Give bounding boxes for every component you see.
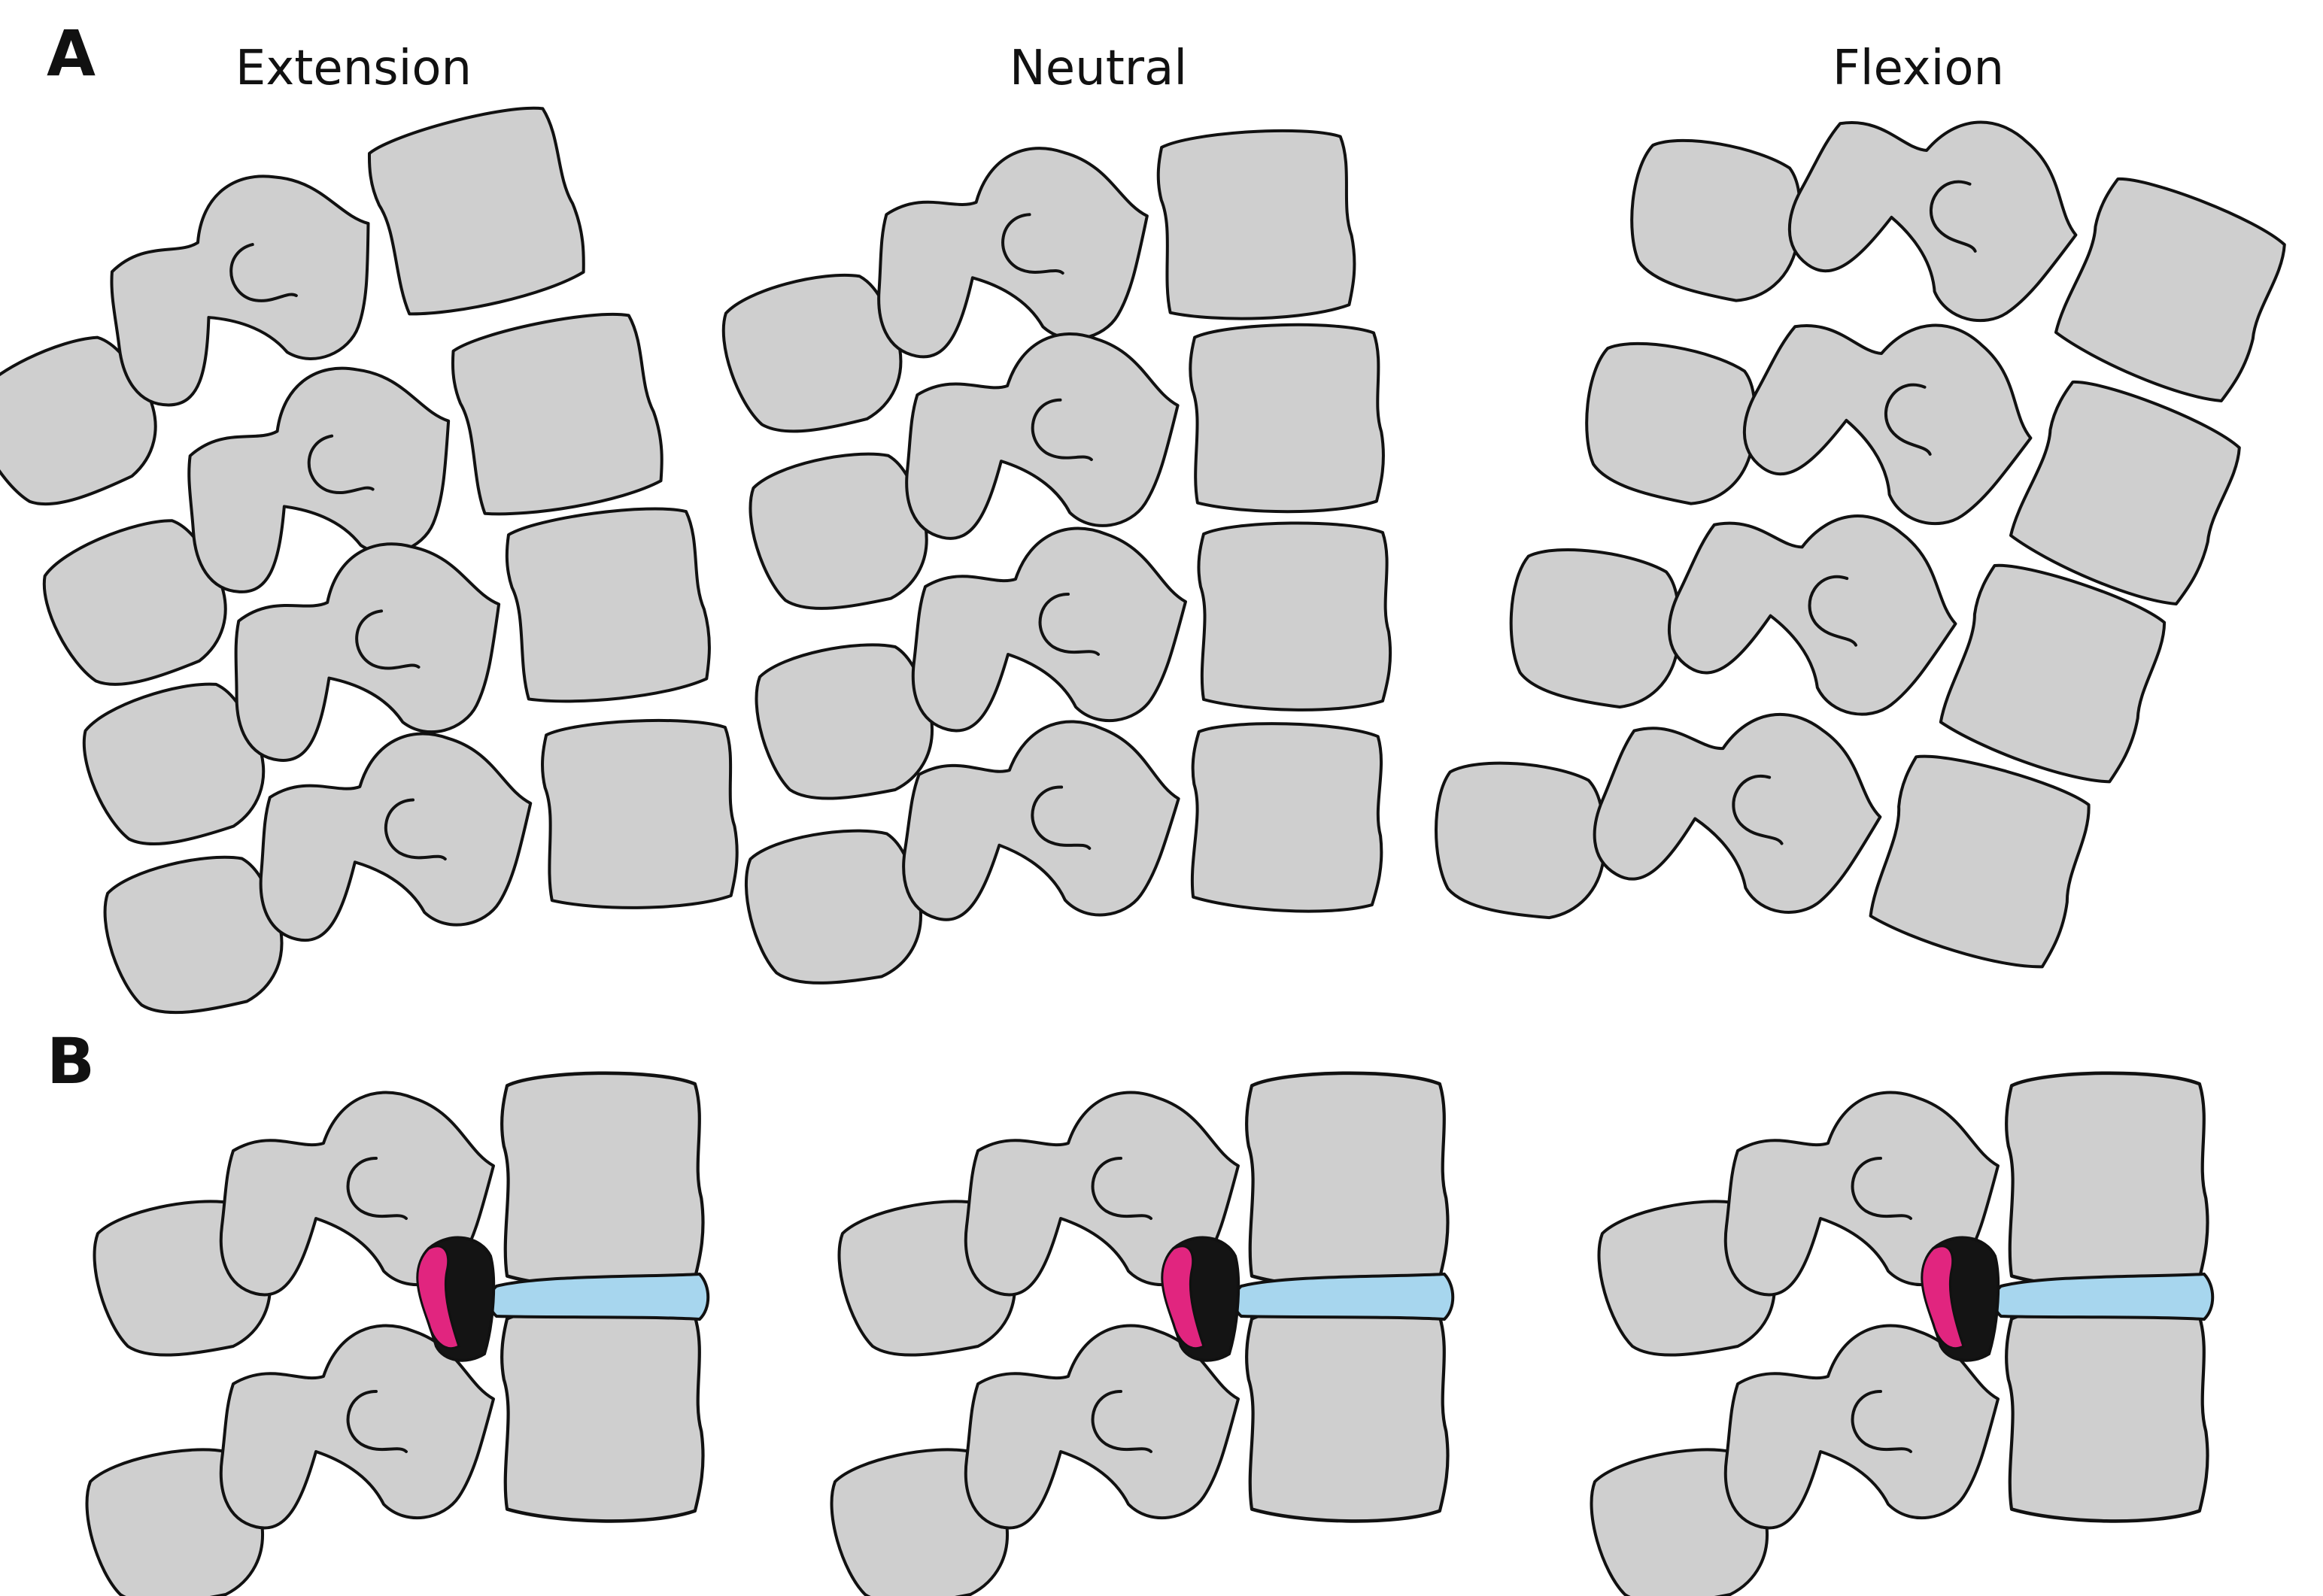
- column-label-neutral: Neutral: [1010, 41, 1187, 96]
- spine-flexion: [1414, 2, 2295, 1063]
- column-label-extension: Extension: [235, 41, 472, 96]
- segment-flexion: [1592, 1073, 2213, 1596]
- segment-neutral: [832, 1073, 1453, 1596]
- spine-extension: [0, 98, 742, 1015]
- spine-neutral: [715, 126, 1390, 1002]
- panel-label-b: B: [47, 1024, 95, 1098]
- segment-extension: [87, 1073, 709, 1596]
- column-label-flexion: Flexion: [1833, 41, 2004, 96]
- panel-label-a: A: [47, 17, 96, 90]
